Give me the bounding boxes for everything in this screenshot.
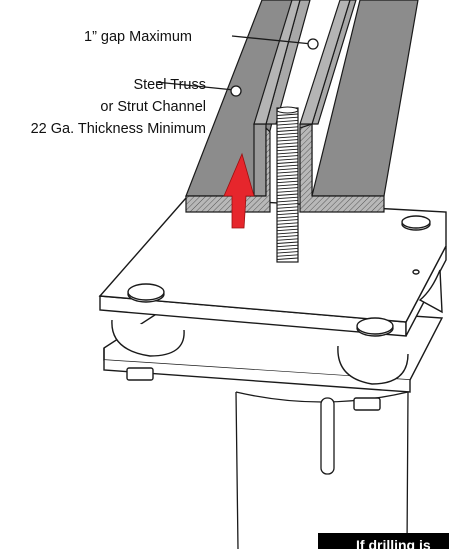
threaded-rod <box>276 106 299 263</box>
drilling-notice-text: If drilling is <box>356 537 431 549</box>
steel-label-line2: or Strut Channel <box>100 99 206 115</box>
gap-label: 1” gap Maximum <box>84 29 192 45</box>
upper-plate <box>98 197 447 385</box>
steel-label-line3: 22 Ga. Thickness Minimum <box>30 121 206 137</box>
steel-channel-label: Steel Truss or Strut Channel 22 Ga. Thic… <box>0 74 206 140</box>
leader-lines <box>155 35 319 97</box>
steel-label-line1: Steel Truss <box>133 77 206 93</box>
pipe-post <box>235 391 409 549</box>
drilling-notice-banner: If drilling is <box>318 533 449 549</box>
upward-arrow <box>223 152 255 229</box>
strut-channel <box>185 0 419 213</box>
